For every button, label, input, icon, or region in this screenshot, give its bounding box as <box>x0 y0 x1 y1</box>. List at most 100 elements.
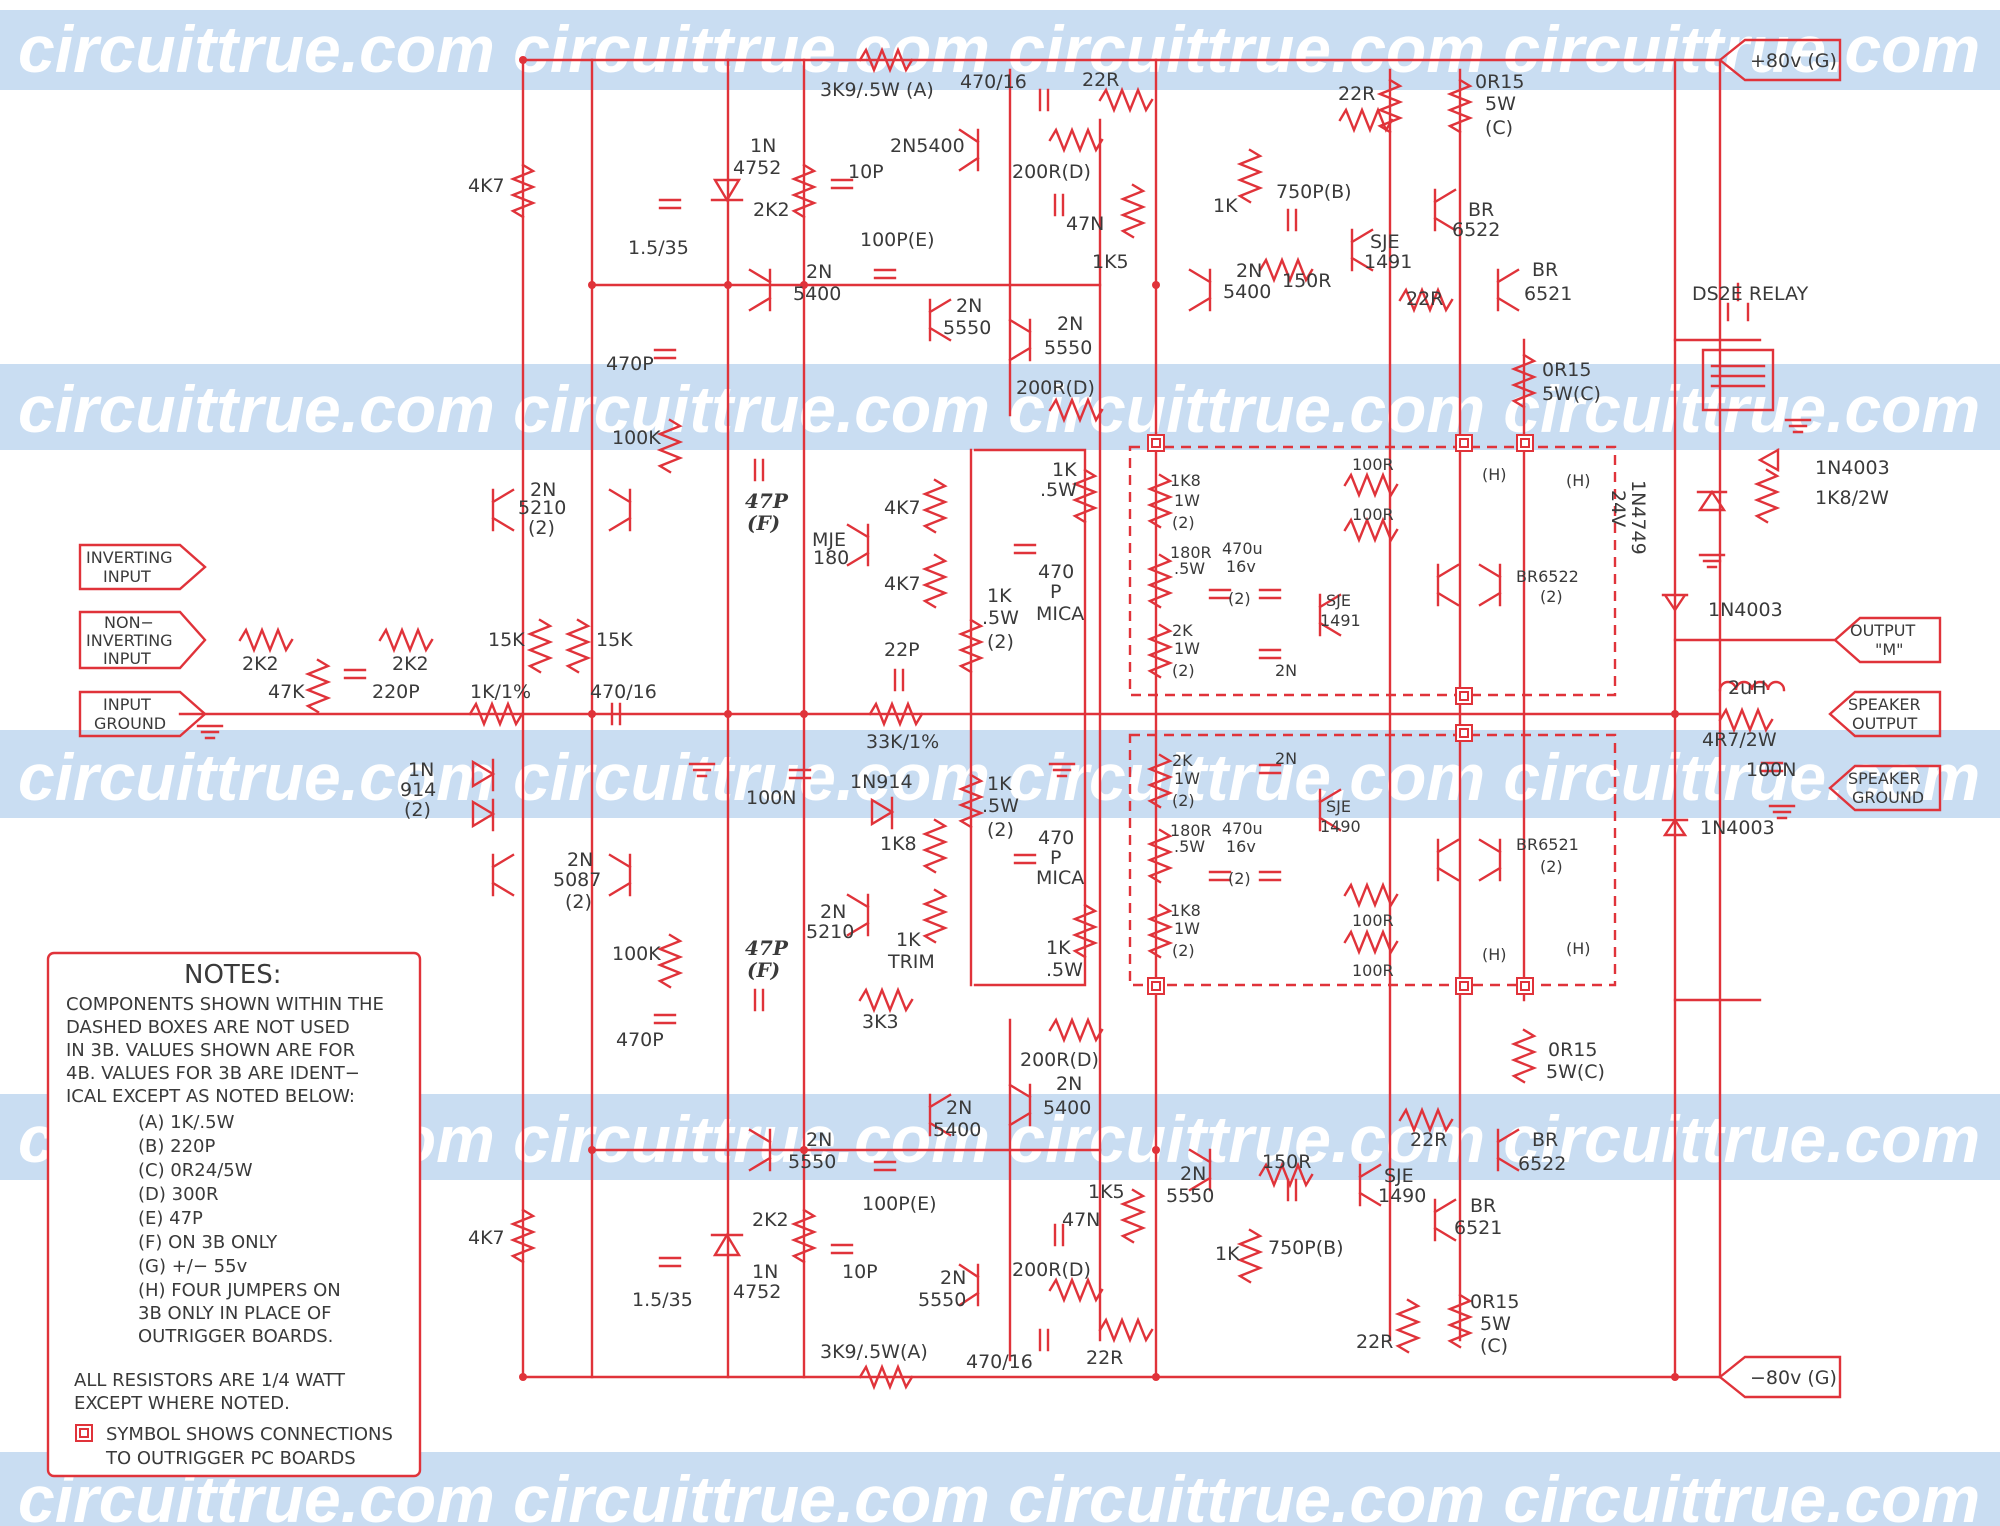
resistor-1k-bottom <box>1236 1228 1264 1284</box>
label-c-470-16-bot: 470/16 <box>966 1351 1033 1373</box>
label-q-2n5087: (2) <box>565 891 592 913</box>
label-ob2-180r: 180R <box>1170 821 1212 840</box>
label-r-0r15-mid: 5W(C) <box>1542 383 1601 405</box>
label-ob2-100r: 100R <box>1352 961 1394 980</box>
capacitor-750p-bottom <box>1286 1178 1298 1202</box>
resistor-1k-05w-4 <box>1071 903 1099 959</box>
transistor-2n5400-top <box>958 128 980 172</box>
pos-supply-terminal <box>1718 38 1842 82</box>
label-q-mje180: 180 <box>813 547 849 569</box>
label-c-22p: 22P <box>884 639 920 661</box>
resistor-15k-a <box>526 618 554 674</box>
resistor-4r7-2w <box>1718 706 1774 734</box>
notes-line: 4B. VALUES FOR 3B ARE IDENT− <box>66 1063 360 1084</box>
capacitor-100pe-bottom <box>873 1160 897 1172</box>
resistor-200r-b2 <box>1048 1276 1104 1304</box>
label-r-22r-b3: 22R <box>1086 1347 1123 1369</box>
label-q-2n5550-b: 5550 <box>788 1151 836 1173</box>
inverting-input-terminal[interactable] <box>78 543 207 591</box>
label-r-2k2-b: 2K2 <box>392 653 429 675</box>
label-r-22r-top2: 22R <box>1338 83 1375 105</box>
capacitor-470p-bottom <box>653 1013 677 1025</box>
speaker-ground-label: SPEAKER <box>1848 769 1921 788</box>
label-r-22r-b1: 22R <box>1410 1129 1447 1151</box>
connection-pad <box>1516 434 1534 452</box>
label-r-0r15-mid: 0R15 <box>1542 359 1591 381</box>
capacitor-47pf-bottom <box>753 988 765 1012</box>
label-r-4k7-bot: 4K7 <box>468 1227 505 1249</box>
label-ob2-2b: (2) <box>1228 869 1251 888</box>
label-c-470p-mica2: P <box>1050 847 1061 869</box>
outrigger-100r-bottom <box>1343 881 1399 956</box>
label-r-1k-05w-2: 1K <box>987 585 1012 607</box>
notes-line: DASHED BOXES ARE NOT USED <box>66 1017 350 1038</box>
ground-symbol <box>688 762 716 778</box>
label-r-1k-05w-3: (2) <box>987 819 1014 841</box>
outrigger-caps-top <box>1208 588 1282 660</box>
resistor-2k2-a <box>238 626 294 654</box>
junction-dot <box>588 710 596 718</box>
label-ob-2b: (2) <box>1228 589 1251 608</box>
resistor-3k9-top <box>858 46 914 74</box>
notes-title: NOTES: <box>184 960 282 990</box>
label-r-100k-bot: 100K <box>612 943 661 965</box>
transistor-2n5210-pair <box>491 488 632 532</box>
label-c-470-16-m: 470/16 <box>590 681 657 703</box>
label-ob2-16v: 16v <box>1226 837 1256 856</box>
label-r-3k9-top: 3K9/.5W (A) <box>820 79 934 101</box>
resistor-4k7-m1 <box>921 478 949 534</box>
resistor-22r-top-b <box>1098 86 1154 114</box>
diode-1n4003-mid <box>1661 593 1689 613</box>
ground-symbol <box>1768 804 1796 820</box>
capacitor-100pe-top <box>873 268 897 280</box>
watermark-band <box>0 364 2000 450</box>
label-r-200rd-b2: 200R(D) <box>1012 1259 1091 1281</box>
resistor-1k-1pct <box>468 700 524 728</box>
diode-1n4003-bottom <box>1661 817 1689 837</box>
junction-dot <box>588 1146 596 1154</box>
output-m-terminal[interactable] <box>1833 616 1942 664</box>
label-q-br6521-b: 6521 <box>1454 1217 1502 1239</box>
label-c-220p: 220P <box>372 681 420 703</box>
label-q-2n5400-top: 2N5400 <box>890 135 965 157</box>
speaker-output-terminal[interactable] <box>1828 690 1942 738</box>
connection-pad <box>1455 724 1473 742</box>
transistor-2n5550-c <box>1188 1148 1212 1192</box>
label-q-br6521: BR <box>1532 259 1558 281</box>
junction-dot <box>1152 281 1160 289</box>
notes-item: (A) 1K/.5W <box>138 1112 235 1133</box>
resistor-22r-top <box>1338 106 1394 134</box>
transistor-sje1491 <box>1350 228 1374 272</box>
capacitor-22p <box>893 668 905 692</box>
misc-components <box>196 282 1812 820</box>
resistor-100k-bottom <box>656 933 684 989</box>
label-r-33k-1: 33K/1% <box>866 731 939 753</box>
watermark-band <box>0 10 2000 90</box>
transistor-br6522-outrigger <box>1436 563 1502 607</box>
label-q-2n5400-c: 5400 <box>1223 281 1271 303</box>
speaker-ground-terminal[interactable] <box>1828 764 1942 812</box>
transistor-br6521 <box>1496 268 1520 312</box>
transistor-sje1490 <box>1358 1163 1382 1207</box>
label-q-2n5550-b: 2N <box>806 1129 832 1151</box>
label-d-1n4003-b: 1N4003 <box>1700 817 1775 839</box>
resistor-2k2-b <box>378 626 434 654</box>
label-r-1k5-b: 1K5 <box>1088 1181 1125 1203</box>
outrigger-resistors-top <box>1146 473 1174 679</box>
label-r-15k-b: 15K <box>596 629 633 651</box>
input-ground-terminal[interactable] <box>78 690 207 738</box>
label-ob2-100r: 100R <box>1352 911 1394 930</box>
label-c-470p-mica2: MICA <box>1036 867 1084 889</box>
label-d-1n4752-top: 1N <box>750 135 776 157</box>
non-inverting-input-terminal[interactable] <box>78 610 207 670</box>
label-d-1n4749: 24V <box>1607 490 1629 527</box>
trimmer-1k <box>921 888 949 944</box>
outrigger-100r-top <box>1343 471 1399 544</box>
label-ob-2k: 2K <box>1172 621 1193 640</box>
label-q-sje1491: SJE <box>1370 231 1400 253</box>
resistor-22r-mid <box>1398 286 1454 314</box>
notes-item: (C) 0R24/5W <box>138 1160 253 1181</box>
transistor-2n5400-c <box>1188 268 1212 312</box>
resistor-15k-b <box>564 618 592 674</box>
